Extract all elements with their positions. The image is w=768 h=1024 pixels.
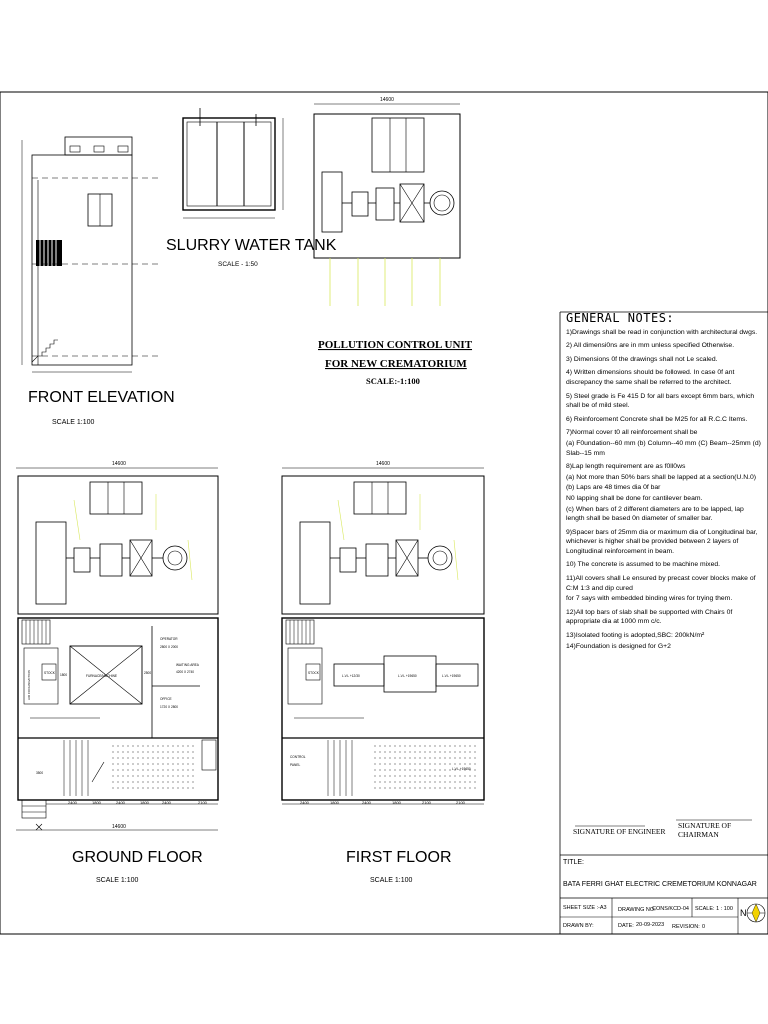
ff-label-control: CONTROL bbox=[290, 755, 306, 759]
title-block: TITLE: BATA FERRI GHAT ELECTRIC CREMETOR… bbox=[563, 859, 766, 930]
ff-dim-2: 1800 bbox=[330, 800, 340, 805]
gf-label-waiting-size: 4200 X 2740 bbox=[176, 670, 194, 674]
ff-label-lvl-3: L.V.L +19650 bbox=[442, 674, 461, 678]
ff-label-lvl-4: L.V.L +19650 bbox=[452, 767, 471, 771]
ff-dim-1: 2400 bbox=[300, 800, 310, 805]
ground-floor-title: GROUND FLOOR bbox=[72, 849, 203, 866]
pcu-dim-top: 14600 bbox=[380, 97, 394, 103]
drawing-no: CONS/KCD-04 bbox=[652, 906, 689, 912]
project-title: BATA FERRI GHAT ELECTRIC CREMETORIUM KON… bbox=[563, 881, 757, 888]
note-6: 6) Reinforcement Concrete shall be M25 f… bbox=[566, 415, 748, 423]
note-8b: (b) Laps are 48 times dia 0f bar bbox=[566, 484, 661, 492]
gf-label-waiting: WAITING AREA bbox=[176, 663, 200, 667]
note-10: 10) The concrete is assumed to be machin… bbox=[566, 561, 721, 569]
drawn-by: DRAWN BY: bbox=[563, 923, 594, 929]
ff-label-panel: PANEL bbox=[290, 763, 300, 767]
slurry-tank-title: SLURRY WATER TANK bbox=[166, 237, 337, 254]
first-floor-plan: 14600 bbox=[281, 461, 485, 884]
gf-label-furnace: FURNACE/MACHINE bbox=[86, 674, 117, 678]
ff-label-stock: STOCK bbox=[308, 671, 320, 675]
gf-dim-5: 2400 bbox=[162, 800, 172, 805]
sheet-size: SHEET SIZE :-A3 bbox=[563, 905, 607, 911]
revision-value: 0 bbox=[702, 924, 705, 930]
note-7: 7)Normal cover t0 all reinforcement shal… bbox=[566, 429, 698, 437]
gf-label-operator: OPERATOR bbox=[160, 637, 178, 641]
pollution-control-unit: 14600 POLLUTION CONTROL UNIT FOR NEW CRE… bbox=[313, 97, 473, 386]
gf-label-1800: 1800 bbox=[60, 673, 67, 677]
ground-floor-plan: 14600 bbox=[16, 461, 219, 884]
gf-dim-6: 2100 bbox=[198, 800, 208, 805]
note-8-no-lap: N0 lapping shall be done for cantilever … bbox=[566, 494, 703, 502]
gf-dim-1: 2400 bbox=[68, 800, 78, 805]
ff-label-lvl-2: L.V.L +19650 bbox=[398, 674, 417, 678]
front-elevation-title: FRONT ELEVATION bbox=[28, 389, 175, 406]
gf-label-office: OFFICE bbox=[160, 697, 172, 701]
note-2: 2) All dimensi0ns are in mm unless speci… bbox=[566, 342, 735, 350]
ff-dim-3: 2400 bbox=[362, 800, 372, 805]
ff-label-lvl-1: L.V.L +12/30 bbox=[342, 674, 360, 678]
note-1: 1)Drawings shall be read in conjunction … bbox=[566, 328, 758, 336]
note-8c: (c) When bars of 2 different diameters a… bbox=[566, 505, 744, 523]
gf-label-3500: 3500 bbox=[36, 771, 43, 775]
general-notes-heading: GENERAL NOTES: bbox=[566, 311, 675, 325]
signature-chairman: SIGNATURE OF CHAIRMAN bbox=[678, 821, 732, 839]
gf-dim-2: 1800 bbox=[92, 800, 102, 805]
note-8: 8)Lap length requirement are as f0ll0ws bbox=[566, 463, 686, 471]
gf-dim-4: 1800 bbox=[140, 800, 150, 805]
gf-dim-bottom: 14600 bbox=[112, 824, 126, 830]
front-elevation: FRONT ELEVATION SCALE 1:100 bbox=[21, 136, 175, 426]
slurry-water-tank: SLURRY WATER TANK SCALE - 1:50 bbox=[166, 108, 337, 268]
note-3: 3) Dimensions 0f the drawings shall not … bbox=[566, 355, 718, 363]
general-notes: GENERAL NOTES: 1)Drawings shall be read … bbox=[560, 312, 768, 812]
first-floor-scale: SCALE 1:100 bbox=[370, 877, 413, 884]
note-4: 4) Written dimensions should be followed… bbox=[566, 369, 735, 386]
signature-engineer: SIGNATURE OF ENGINEER bbox=[573, 827, 666, 836]
gf-dim-top: 14600 bbox=[112, 461, 126, 467]
pcu-title-line1: POLLUTION CONTROL UNIT bbox=[318, 339, 473, 351]
note-13: 13)Isolated footing is adopted,SBC: 200k… bbox=[566, 632, 705, 640]
front-elevation-scale: SCALE 1:100 bbox=[52, 419, 95, 426]
gf-label-air-cooling: AIR COOLING/CTION bbox=[27, 670, 31, 700]
note-8a: (a) Not more than 50% bars shall be lapp… bbox=[566, 473, 757, 481]
date-value: 20-09-2023 bbox=[636, 922, 664, 928]
gf-label-2500: 2500 bbox=[144, 671, 151, 675]
note-14: 14)Foundation is designed for G+2 bbox=[566, 642, 671, 650]
date-label: DATE: bbox=[618, 923, 634, 929]
ff-dim-4: 1800 bbox=[392, 800, 402, 805]
ff-dim-5: 2100 bbox=[422, 800, 432, 805]
note-12: 12)All top bars of slab shall be support… bbox=[566, 608, 733, 626]
gf-label-stock: STOCK bbox=[44, 671, 56, 675]
gf-label-office-size: 1720 X 2800 bbox=[160, 705, 178, 709]
ground-floor-scale: SCALE 1:100 bbox=[96, 877, 139, 884]
note-11: 11)All covers shall Le ensured by precas… bbox=[566, 575, 756, 592]
first-floor-title: FIRST FLOOR bbox=[346, 849, 452, 866]
slurry-tank-scale: SCALE - 1:50 bbox=[218, 261, 258, 268]
note-5: 5) Steel grade is Fe 415 D for all bars … bbox=[566, 392, 755, 410]
ff-dim-6: 2100 bbox=[456, 800, 466, 805]
gf-dim-3: 2400 bbox=[116, 800, 126, 805]
note-9: 9)Spacer bars of 25mm dia or maximum dia… bbox=[566, 528, 758, 555]
revision-label: REVISION: bbox=[672, 924, 700, 930]
north-label: N bbox=[740, 908, 747, 918]
notes-frame bbox=[559, 311, 768, 934]
north-arrow-icon bbox=[746, 903, 766, 923]
pcu-scale: SCALE:-1:100 bbox=[366, 376, 420, 386]
pcu-title-line2: FOR NEW CREMATORIUM bbox=[325, 358, 467, 370]
ff-dim-top: 14600 bbox=[376, 461, 390, 467]
gf-label-operator-size: 2800 X 2000 bbox=[160, 645, 178, 649]
scale-value: SCALE: 1 : 100 bbox=[695, 906, 733, 912]
title-label: TITLE: bbox=[563, 859, 584, 866]
note-11a: for 7 says with embedded binding wires f… bbox=[566, 595, 733, 603]
drawing-no-label: DRAWING NO: bbox=[618, 907, 656, 913]
note-7a: (a) F0undation--60 mm (b) Column--40 mm … bbox=[566, 439, 761, 457]
